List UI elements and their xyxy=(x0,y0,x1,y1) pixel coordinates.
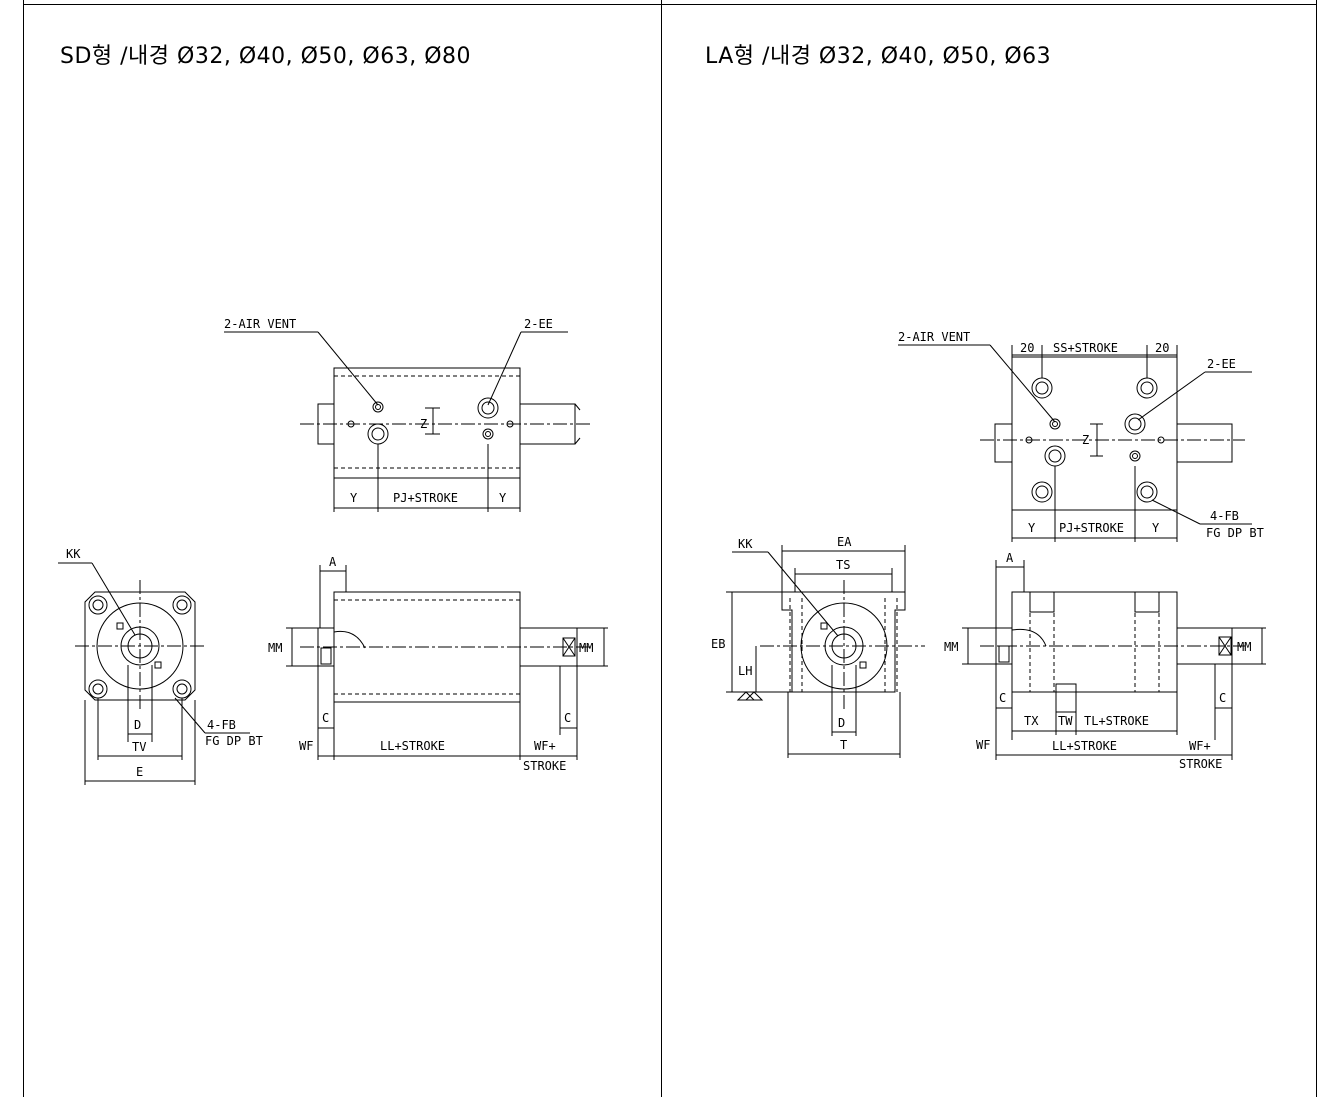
la-label-t: T xyxy=(840,738,847,752)
la-label-fb: 4-FB xyxy=(1210,509,1239,523)
sd-side-view: A MM MM C C WF LL+STROKE WF+ STROKE xyxy=(268,555,608,773)
sd-label-kk: KK xyxy=(66,547,81,561)
sd-label-fb: 4-FB xyxy=(207,718,236,732)
drawing-frame xyxy=(23,0,1317,1097)
sd-label-y1: Y xyxy=(350,491,358,505)
la-label-c2: C xyxy=(1219,691,1226,705)
la-label-d: D xyxy=(838,716,845,730)
sd-label-mm2: MM xyxy=(579,641,593,655)
sd-label-stroke: STROKE xyxy=(523,759,566,773)
la-label-ea: EA xyxy=(837,535,852,549)
right-panel-title: LA형 /내경 Ø32, Ø40, Ø50, Ø63 xyxy=(705,44,1052,69)
la-label-ee: 2-EE xyxy=(1207,357,1236,371)
la-label-y2: Y xyxy=(1152,521,1160,535)
la-label-z: Z xyxy=(1082,433,1089,447)
la-label-mm2: MM xyxy=(1237,640,1251,654)
sd-label-ee: 2-EE xyxy=(524,317,553,331)
la-label-tw: TW xyxy=(1058,714,1073,728)
sd-label-e: E xyxy=(136,765,143,779)
la-label-wf-plus: WF+ xyxy=(1189,739,1211,753)
la-front-view: KK EA TS EB LH D T xyxy=(711,535,925,758)
la-label-20-right: 20 xyxy=(1155,341,1169,355)
sd-label-ll: LL+STROKE xyxy=(380,739,445,753)
sd-label-tv: TV xyxy=(132,740,146,754)
la-label-tl: TL+STROKE xyxy=(1084,714,1149,728)
la-label-20-left: 20 xyxy=(1020,341,1034,355)
frame-top-rule xyxy=(23,4,1317,5)
sd-front-view: KK 4-FB FG DP BT D TV E xyxy=(58,547,263,785)
la-label-a: A xyxy=(1006,551,1014,565)
sd-label-c1: C xyxy=(322,711,329,725)
left-panel-title: SD형 /내경 Ø32, Ø40, Ø50, Ø63, Ø80 xyxy=(60,44,472,69)
la-label-ll: LL+STROKE xyxy=(1052,739,1117,753)
sd-label-y2: Y xyxy=(499,491,507,505)
sd-top-view: Z 2-AIR VENT 2-EE Y PJ+STROKE Y xyxy=(224,317,590,512)
sd-label-mm1: MM xyxy=(268,641,282,655)
sd-label-a: A xyxy=(329,555,337,569)
panel-divider xyxy=(661,0,662,1097)
sd-label-pj: PJ+STROKE xyxy=(393,491,458,505)
la-label-mm1: MM xyxy=(944,640,958,654)
la-top-view: Z 20 SS+STROKE 20 2-AIR VENT 2-EE 4-FB F… xyxy=(898,330,1264,542)
la-label-y1: Y xyxy=(1028,521,1036,535)
la-label-wf: WF xyxy=(976,738,990,752)
la-label-tx: TX xyxy=(1024,714,1039,728)
la-side-view: A MM MM C C TX TW TL+STROKE WF LL+STROKE… xyxy=(944,551,1266,771)
la-label-ts: TS xyxy=(836,558,850,572)
la-label-air-vent: 2-AIR VENT xyxy=(898,330,970,344)
la-label-ss: SS+STROKE xyxy=(1053,341,1118,355)
sd-label-fg: FG DP BT xyxy=(205,734,263,748)
la-label-fg: FG DP BT xyxy=(1206,526,1264,540)
sd-label-wf: WF xyxy=(299,739,313,753)
la-label-pj: PJ+STROKE xyxy=(1059,521,1124,535)
sd-label-air-vent: 2-AIR VENT xyxy=(224,317,296,331)
la-label-kk: KK xyxy=(738,537,753,551)
la-label-eb: EB xyxy=(711,637,725,651)
sd-label-c2: C xyxy=(564,711,571,725)
la-label-c1: C xyxy=(999,691,1006,705)
sd-label-z: Z xyxy=(420,417,427,431)
sd-label-d: D xyxy=(134,718,141,732)
la-label-stroke: STROKE xyxy=(1179,757,1222,771)
sd-label-wf-plus: WF+ xyxy=(534,739,556,753)
la-label-lh: LH xyxy=(738,664,752,678)
